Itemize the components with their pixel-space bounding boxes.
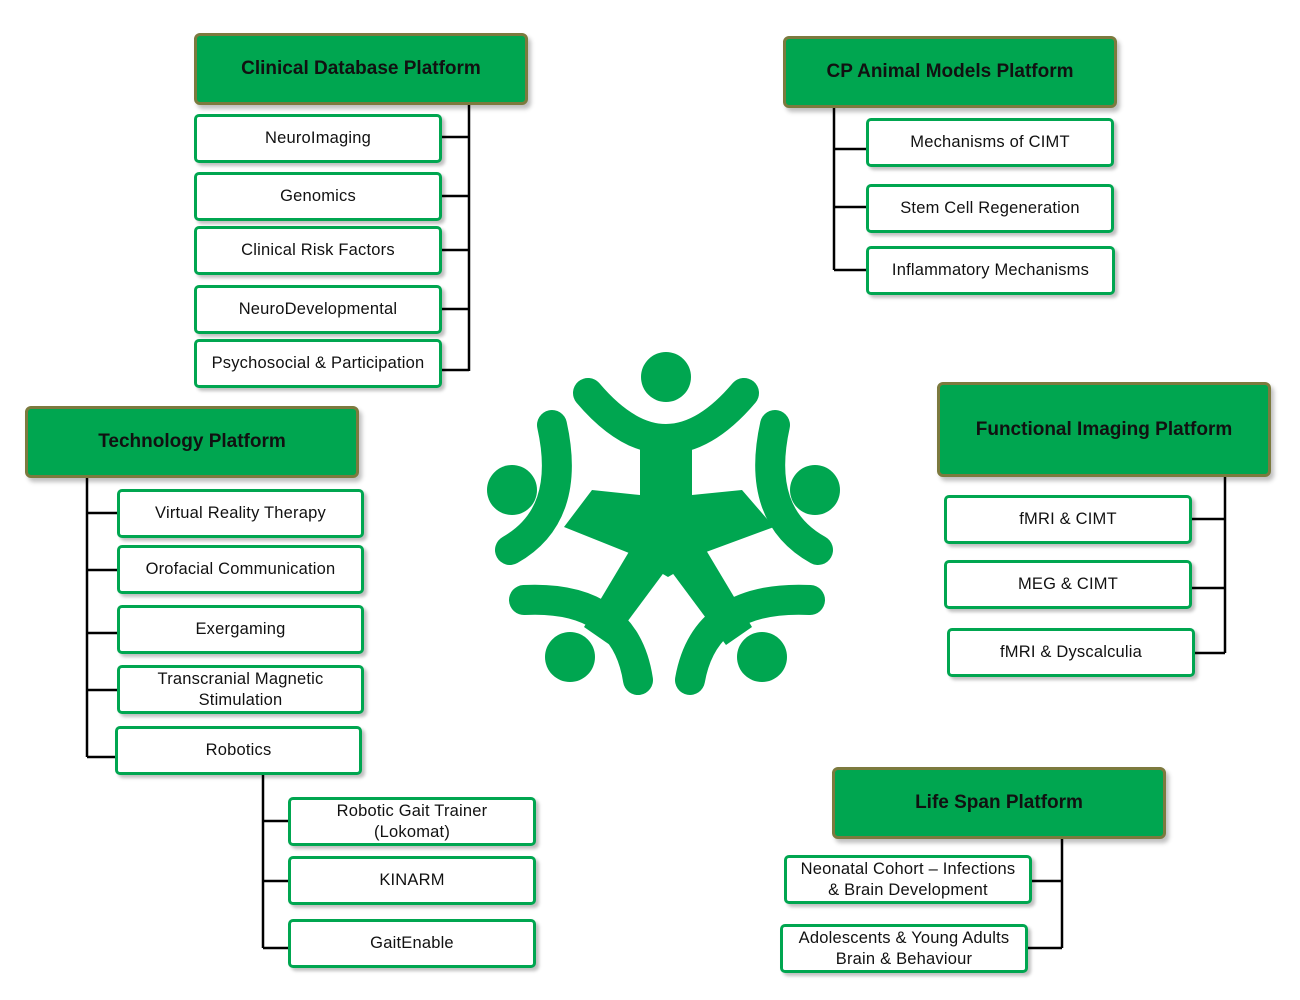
animal-item-cimt: Mechanisms of CIMT — [866, 118, 1114, 167]
lifespan-item-adolescents: Adolescents & Young Adults Brain & Behav… — [780, 924, 1028, 973]
functional-item-fmri-cimt: fMRI & CIMT — [944, 495, 1192, 544]
technology-item-exergaming: Exergaming — [117, 605, 364, 654]
animal-models-header: CP Animal Models Platform — [783, 36, 1117, 108]
technology-item-tms: Transcranial Magnetic Stimulation — [117, 665, 364, 714]
functional-item-meg-cimt: MEG & CIMT — [944, 560, 1192, 609]
clinical-item-psychosocial: Psychosocial & Participation — [194, 339, 442, 388]
clinical-item-risk-factors: Clinical Risk Factors — [194, 226, 442, 275]
robotics-item-kinarm: KINARM — [288, 856, 536, 905]
clinical-database-header: Clinical Database Platform — [194, 33, 528, 105]
technology-item-orofacial: Orofacial Communication — [117, 545, 364, 594]
robotics-item-lokomat: Robotic Gait Trainer (Lokomat) — [288, 797, 536, 846]
technology-header: Technology Platform — [25, 406, 359, 478]
animal-item-stem-cell: Stem Cell Regeneration — [866, 184, 1114, 233]
functional-item-fmri-dyscalculia: fMRI & Dyscalculia — [947, 628, 1195, 677]
functional-imaging-header: Functional Imaging Platform — [937, 382, 1271, 477]
technology-item-virtual-reality: Virtual Reality Therapy — [117, 489, 364, 538]
robotics-item-gaitenable: GaitEnable — [288, 919, 536, 968]
lifespan-item-neonatal: Neonatal Cohort – Infections & Brain Dev… — [784, 855, 1032, 904]
clinical-item-neuroimaging: NeuroImaging — [194, 114, 442, 163]
life-span-header: Life Span Platform — [832, 767, 1166, 839]
technology-item-robotics: Robotics — [115, 726, 362, 775]
animal-item-inflammatory: Inflammatory Mechanisms — [866, 246, 1115, 295]
cp-network-logo-icon — [487, 352, 840, 695]
clinical-item-genomics: Genomics — [194, 172, 442, 221]
clinical-item-neurodevelopmental: NeuroDevelopmental — [194, 285, 442, 334]
